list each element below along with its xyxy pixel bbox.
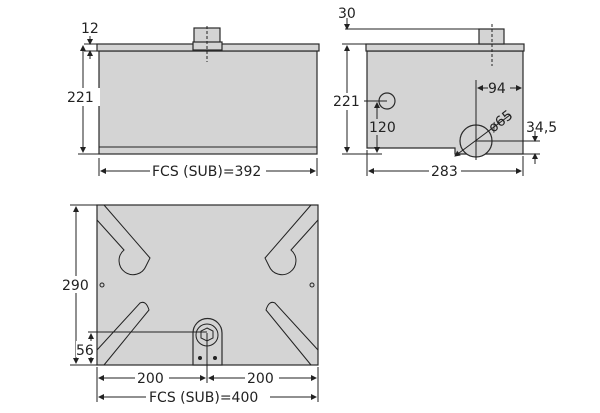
slot-bottom-left [96,301,150,366]
mount-hole-right [309,282,315,288]
side-view: 30 221 120 94 ø65 34,5 283 [332,6,557,180]
bottom-width-label: FCS (SUB)=400 [149,390,258,406]
bottom-view: 290 56 200 200 FCS (SUB)=400 [60,204,319,406]
front-height-label: 221 [67,90,94,106]
outlet-height-label: 34,5 [526,120,557,136]
pivot-offset-label: 56 [76,343,94,359]
front-view: 12 221 FCS (SUB)=392 [66,21,320,180]
slot-bottom-right [265,301,319,366]
right-half-label: 200 [247,371,274,387]
outlet-offset-label: 94 [488,81,506,97]
slot-top-left [96,204,151,276]
front-width-label: FCS (SUB)=392 [152,164,261,180]
bottom-depth-label: 290 [62,278,89,294]
bracket-bolt [198,356,202,360]
front-lid-thickness-label: 12 [81,21,99,37]
left-half-label: 200 [137,371,164,387]
bracket-bolt [213,356,217,360]
slot-top-right [264,204,319,276]
side-height-label: 221 [333,94,360,110]
mount-hole-left [99,282,105,288]
hole-height-label: 120 [369,120,396,136]
outlet-diameter-dim [454,114,511,157]
side-depth-label: 283 [431,164,458,180]
side-top-offset-label: 30 [338,6,356,22]
side-lid [365,43,525,52]
front-body [98,50,318,155]
